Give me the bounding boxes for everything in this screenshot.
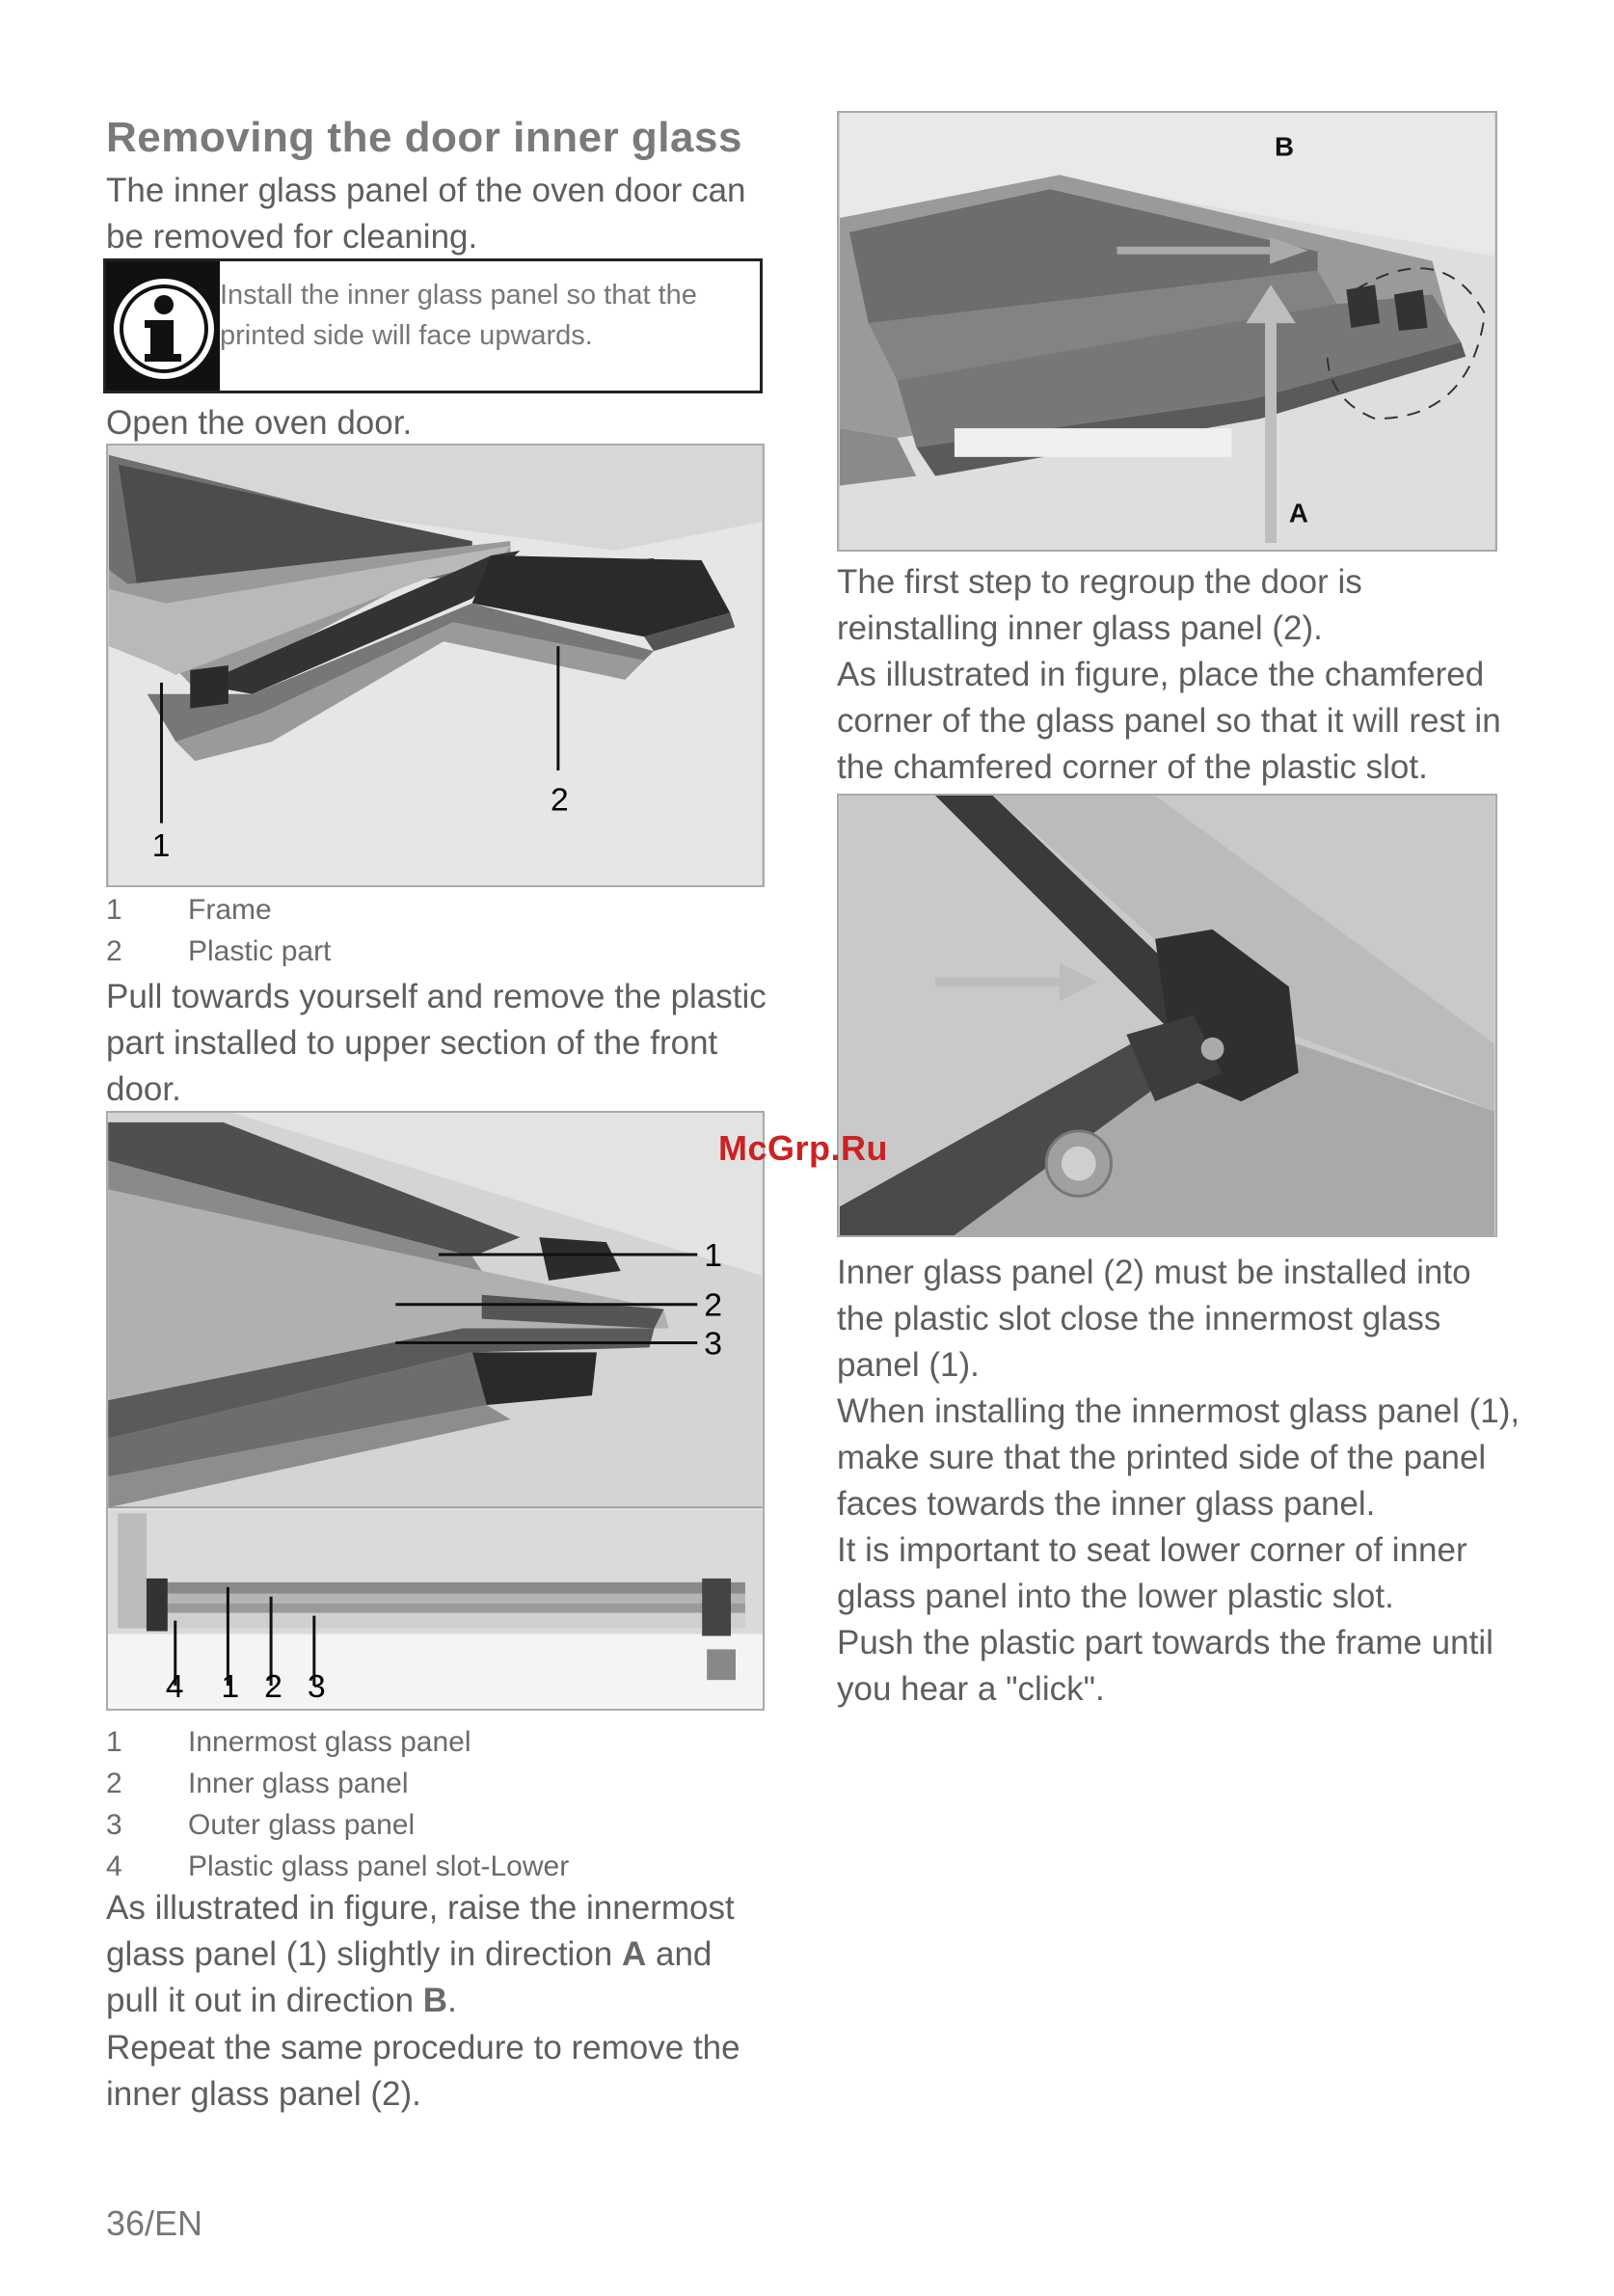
legend-item: 2 Inner glass panel bbox=[106, 1763, 569, 1804]
text-span: and bbox=[646, 1935, 713, 1973]
fig2-bottom-callout-4: 4 bbox=[166, 1668, 184, 1705]
text-span: glass panel (1) slightly in direction bbox=[106, 1935, 622, 1973]
intro-paragraph: The inner glass panel of the oven door c… bbox=[106, 168, 781, 260]
legend-label: Inner glass panel bbox=[188, 1768, 409, 1799]
legend-number: 1 bbox=[106, 894, 122, 926]
para-line: As illustrated in figure, place the cham… bbox=[837, 656, 1485, 693]
legend-label: Plastic glass panel slot-Lower bbox=[188, 1850, 570, 1882]
para-line: door. bbox=[106, 1070, 181, 1108]
para-line: part installed to upper section of the f… bbox=[106, 1024, 718, 1062]
para-line: glass panel into the lower plastic slot. bbox=[837, 1578, 1394, 1615]
chamfered-corner-illustration bbox=[839, 796, 1495, 1235]
legend-label: Outer glass panel bbox=[188, 1809, 416, 1841]
fig3-label-b: B bbox=[1275, 132, 1294, 162]
legend-number: 4 bbox=[106, 1850, 122, 1882]
figure1-legend: 1 Frame 2 Plastic part bbox=[106, 889, 331, 972]
para-line: you hear a "click". bbox=[837, 1670, 1105, 1708]
figure-glass-panels: 1 2 3 4 1 2 3 bbox=[106, 1111, 765, 1711]
para-line: faces towards the inner glass panel. bbox=[837, 1485, 1376, 1523]
oven-door-illustration: 1 2 bbox=[108, 446, 763, 885]
para-line: panel (1). bbox=[837, 1346, 980, 1384]
para-line: It is important to seat lower corner of … bbox=[837, 1531, 1467, 1569]
legend-item: 3 Outer glass panel bbox=[106, 1804, 569, 1846]
figure-remove-direction: B A bbox=[837, 111, 1497, 552]
fig2-bottom-callout-3: 3 bbox=[308, 1668, 326, 1705]
legend-item: 1 Frame bbox=[106, 889, 331, 931]
fig2-callout-1: 1 bbox=[704, 1237, 722, 1274]
step-pull-plastic: Pull towards yourself and remove the pla… bbox=[106, 974, 781, 1113]
text-span: . bbox=[447, 1982, 457, 2019]
figure-chamfered-corner bbox=[837, 794, 1497, 1237]
para-line: glass panel (1) slightly in direction A … bbox=[106, 1931, 800, 1978]
fig1-callout-2: 2 bbox=[551, 782, 569, 819]
para-line: the chamfered corner of the plastic slot… bbox=[837, 748, 1428, 786]
info-note-line: Install the inner glass panel so that th… bbox=[220, 280, 697, 311]
para-line: inner glass panel (2). bbox=[106, 2075, 421, 2113]
fig2-callout-3: 3 bbox=[704, 1325, 722, 1362]
info-note-line: printed side will face upwards. bbox=[220, 320, 593, 351]
legend-number: 2 bbox=[106, 935, 122, 967]
para-line: When installing the innermost glass pane… bbox=[837, 1392, 1520, 1430]
legend-item: 4 Plastic glass panel slot-Lower bbox=[106, 1846, 569, 1887]
figure2-legend: 1 Innermost glass panel 2 Inner glass pane… bbox=[106, 1721, 569, 1887]
page-number: 36/EN bbox=[106, 2203, 203, 2243]
para-line: Push the plastic part towards the frame … bbox=[837, 1624, 1493, 1661]
text-span: pull it out in direction bbox=[106, 1982, 423, 2019]
info-note-text: Install the inner glass panel so that th… bbox=[220, 275, 750, 356]
glass-panels-illustration: 1 2 3 4 1 2 3 bbox=[108, 1113, 763, 1709]
step-regroup: The first step to regroup the door is re… bbox=[837, 559, 1531, 791]
info-note-box: Install the inner glass panel so that th… bbox=[103, 258, 763, 393]
fig2-callout-2: 2 bbox=[704, 1287, 722, 1324]
legend-item: 2 Plastic part bbox=[106, 931, 331, 972]
legend-label: Frame bbox=[188, 894, 272, 926]
fig3-label-a: A bbox=[1289, 498, 1308, 527]
para-line: Inner glass panel (2) must be installed … bbox=[837, 1254, 1471, 1291]
step-repeat: Repeat the same procedure to remove the … bbox=[106, 2025, 800, 2118]
info-icon bbox=[106, 261, 220, 391]
legend-number: 3 bbox=[106, 1809, 122, 1841]
para-line: make sure that the printed side of the p… bbox=[837, 1439, 1487, 1476]
legend-number: 2 bbox=[106, 1768, 122, 1799]
para-line: Pull towards yourself and remove the pla… bbox=[106, 978, 767, 1015]
step-install: Inner glass panel (2) must be installed … bbox=[837, 1250, 1570, 1713]
para-line: Repeat the same procedure to remove the bbox=[106, 2029, 740, 2066]
para-line: The first step to regroup the door is bbox=[837, 563, 1362, 601]
watermark: McGrp.Ru bbox=[718, 1128, 889, 1168]
intro-line: be removed for cleaning. bbox=[106, 218, 478, 256]
para-line: the plastic slot close the innermost gla… bbox=[837, 1300, 1441, 1337]
fig1-callout-1: 1 bbox=[152, 827, 171, 864]
fig2-bottom-callout-2: 2 bbox=[264, 1668, 282, 1705]
direction-b-label: B bbox=[422, 1982, 448, 2019]
legend-label: Plastic part bbox=[188, 935, 332, 967]
figure-oven-door-open: 1 2 bbox=[106, 444, 765, 887]
para-line: reinstalling inner glass panel (2). bbox=[837, 609, 1323, 647]
page-title: Removing the door inner glass bbox=[106, 114, 742, 161]
legend-item: 1 Innermost glass panel bbox=[106, 1721, 569, 1763]
para-line: pull it out in direction B. bbox=[106, 1978, 800, 2024]
remove-direction-illustration: B A bbox=[839, 113, 1495, 550]
legend-number: 1 bbox=[106, 1726, 122, 1758]
fig2-bottom-callout-1: 1 bbox=[221, 1668, 239, 1705]
intro-line: The inner glass panel of the oven door c… bbox=[106, 172, 746, 209]
para-line: As illustrated in figure, raise the inne… bbox=[106, 1889, 735, 1927]
direction-a-label: A bbox=[621, 1935, 647, 1973]
para-line: corner of the glass panel so that it wil… bbox=[837, 702, 1501, 740]
step-raise-panel: As illustrated in figure, raise the inne… bbox=[106, 1885, 800, 2024]
legend-label: Innermost glass panel bbox=[188, 1726, 471, 1758]
step-open-door: Open the oven door. bbox=[106, 404, 413, 442]
